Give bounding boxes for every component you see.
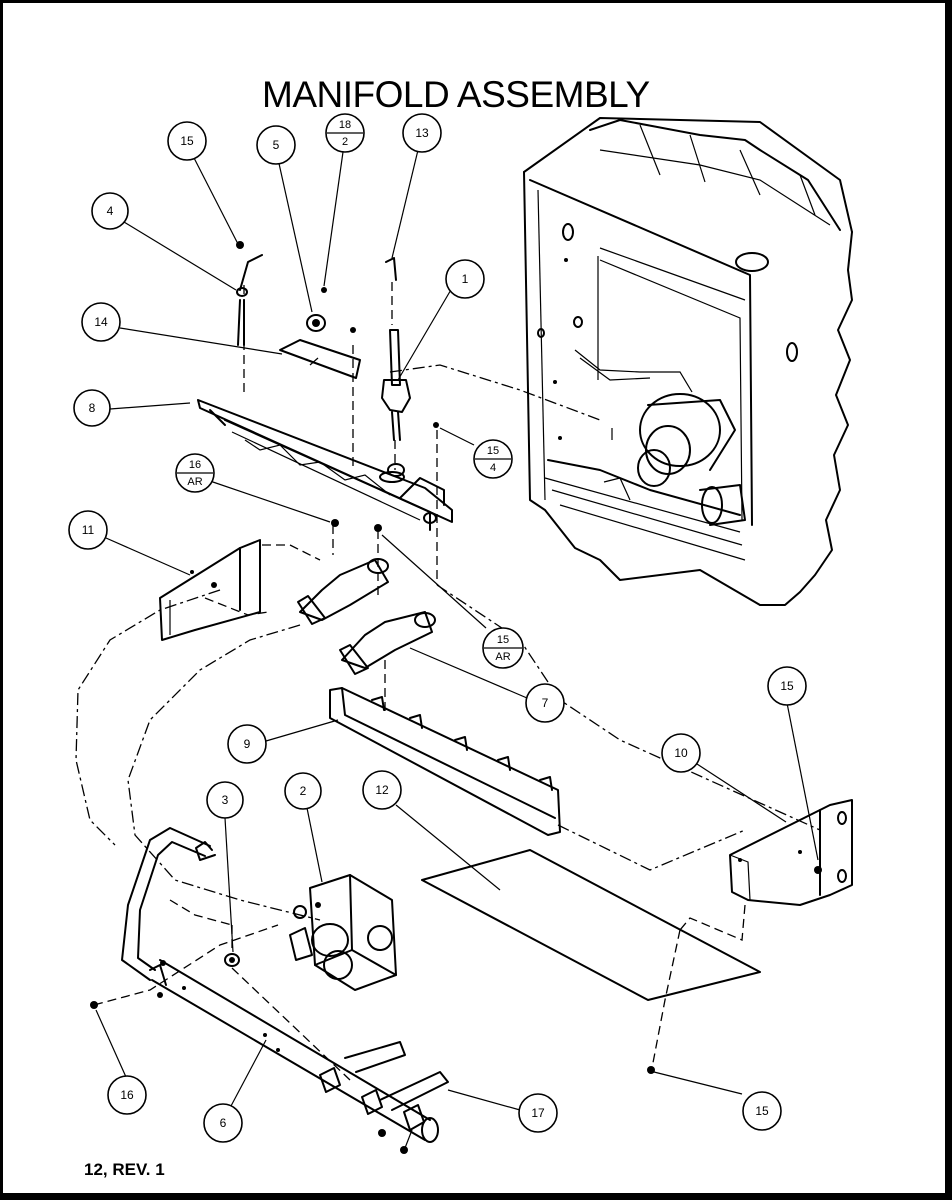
callout-15-bottom-right: 15	[742, 1091, 782, 1131]
callout-15-4: 15 4	[473, 439, 513, 479]
callout-5: 5	[256, 125, 296, 165]
manifold-pipe-part-6	[121, 827, 439, 1154]
callout-top: 15	[497, 634, 509, 646]
callout-label: 17	[531, 1106, 545, 1120]
callout-label: 11	[82, 523, 95, 537]
callout-12: 12	[362, 770, 402, 810]
leader-lines	[95, 149, 819, 1111]
callout-14: 14	[81, 302, 121, 342]
callout-18-2: 18 2	[325, 113, 365, 153]
bracket-part-17	[344, 1041, 449, 1111]
callout-4: 4	[91, 192, 129, 230]
callout-3: 3	[206, 781, 244, 819]
callout-17: 17	[518, 1093, 558, 1133]
bracket-part-11	[159, 539, 321, 641]
callout-16-bottom: 16	[107, 1075, 147, 1115]
callout-15-right: 15	[767, 666, 807, 706]
callout-label: 4	[107, 204, 114, 218]
callout-label: 10	[674, 746, 688, 760]
callout-label: 15	[755, 1104, 769, 1118]
callout-label: 8	[89, 401, 96, 415]
callout-label: 5	[273, 138, 280, 152]
callout-label: 7	[542, 696, 549, 710]
pilot-assembly-part-1	[381, 257, 439, 477]
plate-part-12	[421, 849, 761, 1001]
electrode-part-4	[236, 241, 263, 346]
callout-top: 16	[189, 459, 201, 471]
callout-15-ar: 15 AR	[482, 627, 524, 669]
callout-11: 11	[68, 510, 108, 550]
callout-7: 7	[525, 683, 565, 723]
callout-label: 15	[180, 134, 194, 148]
callout-top: 15	[487, 445, 499, 457]
callout-8: 8	[73, 389, 111, 427]
diagram-title: MANIFOLD ASSEMBLY	[262, 74, 650, 115]
callout-label: 15	[780, 679, 794, 693]
callout-label: 12	[375, 783, 389, 797]
callout-10: 10	[661, 733, 701, 773]
callout-1: 1	[445, 259, 485, 299]
callout-label: 6	[220, 1116, 227, 1130]
manifold-bracket-part-8	[197, 285, 453, 585]
burners-part-7	[297, 525, 436, 712]
callout-top: 18	[339, 119, 351, 131]
burner-rail-part-9	[329, 687, 561, 836]
callout-16-ar: 16 AR	[175, 453, 215, 493]
callout-15-top: 15	[167, 121, 207, 161]
callout-label: 2	[300, 784, 307, 798]
fitting-part-3	[224, 953, 240, 967]
callout-label: 3	[222, 793, 229, 807]
callout-bottom: AR	[187, 476, 202, 488]
callout-label: 14	[94, 315, 108, 329]
plate-part-14	[279, 339, 361, 379]
callout-label: 1	[462, 272, 469, 286]
gas-valve-part-2	[289, 874, 397, 991]
callout-bottom: 4	[490, 462, 496, 474]
callout-13: 13	[402, 113, 442, 153]
revision-label: 12, REV. 1	[84, 1160, 165, 1179]
callout-label: 9	[244, 737, 251, 751]
furnace-cabinet	[523, 117, 853, 606]
callout-label: 16	[120, 1088, 134, 1102]
bracket-part-10	[729, 799, 853, 906]
callout-bottom: AR	[495, 651, 510, 663]
callout-bottom: 2	[342, 136, 348, 148]
sensor-part-5	[306, 287, 356, 333]
callout-2: 2	[284, 772, 322, 810]
callout-label: 13	[415, 126, 429, 140]
callout-6: 6	[203, 1103, 243, 1143]
callout-9: 9	[227, 724, 267, 764]
screws	[90, 519, 655, 1074]
